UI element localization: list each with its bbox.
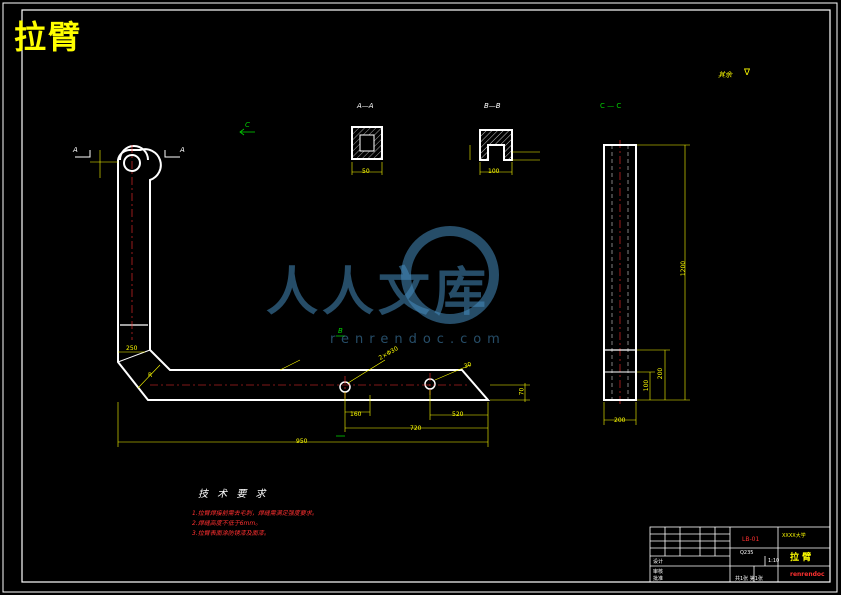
arm-outline: [117, 148, 491, 401]
tech-item-1: 1.拉臂焊接前需去毛刺，焊缝需满足强度要求。: [192, 510, 318, 517]
roughness-note: 其余: [718, 71, 732, 79]
tech-requirements-title: 技 术 要 求: [198, 489, 269, 500]
centerlines: [131, 140, 621, 405]
label-b-b: B—B: [484, 102, 501, 110]
tech-item-3: 3.拉臂表面涂防锈漆及面漆。: [192, 530, 270, 537]
drawing-title: 拉臂: [14, 18, 83, 56]
label-c-c: C — C: [600, 102, 622, 110]
tb-logo-text: renrendoc: [790, 571, 825, 578]
roughness-icon: ∇: [744, 68, 751, 78]
tb-designer: 设计: [653, 559, 664, 565]
dim-200: 200: [657, 367, 665, 380]
dim-50: 50: [362, 168, 370, 175]
dim-160: 160: [350, 411, 362, 418]
title-block: [649, 526, 831, 583]
label-a-right: A: [180, 146, 185, 154]
label-b-arrow: B: [338, 327, 343, 335]
inner-frame: [21, 9, 831, 583]
view-arrows: [239, 128, 345, 437]
tb-material: Q235: [740, 550, 754, 556]
dimension-lines: [90, 144, 690, 447]
dim-720: 720: [410, 425, 422, 432]
dim-520: 520: [452, 411, 464, 418]
dim-r: R: [148, 372, 153, 379]
tb-part-name: 拉 臂: [790, 553, 812, 563]
section-a-marks: [75, 150, 180, 158]
label-c-arrow: C: [245, 121, 250, 129]
tb-school: XXXX大学: [782, 533, 806, 539]
tb-sheet: 共1张 第1张: [735, 576, 763, 582]
section-a-view: [351, 126, 383, 175]
watermark-url: renrendoc.com: [330, 332, 506, 347]
tb-scale: 1:10: [768, 558, 780, 564]
tb-drawing-no: LB-01: [742, 536, 760, 543]
section-c-view: [603, 144, 637, 401]
tb-checker: 审核: [653, 569, 664, 575]
top-eye-cap: [119, 145, 149, 161]
label-a-a: A—A: [357, 102, 374, 110]
dim-250: 250: [126, 345, 138, 352]
dim-1200: 1200: [680, 260, 688, 277]
dim-200-b: 200: [614, 417, 626, 424]
label-a-left: A: [73, 146, 78, 154]
section-b-view: [469, 129, 540, 175]
watermark-logo: [401, 226, 499, 324]
dim-100: 100: [643, 379, 651, 392]
tb-approver: 批准: [653, 576, 664, 582]
watermark-text: 人人文库: [266, 263, 491, 323]
dim-100-b: 100: [488, 168, 500, 175]
dim-70: 70: [518, 387, 526, 396]
top-eye-hole: [123, 154, 141, 172]
tech-item-2: 2.焊缝高度不低于6mm。: [192, 520, 262, 527]
dim-950: 950: [296, 438, 308, 445]
